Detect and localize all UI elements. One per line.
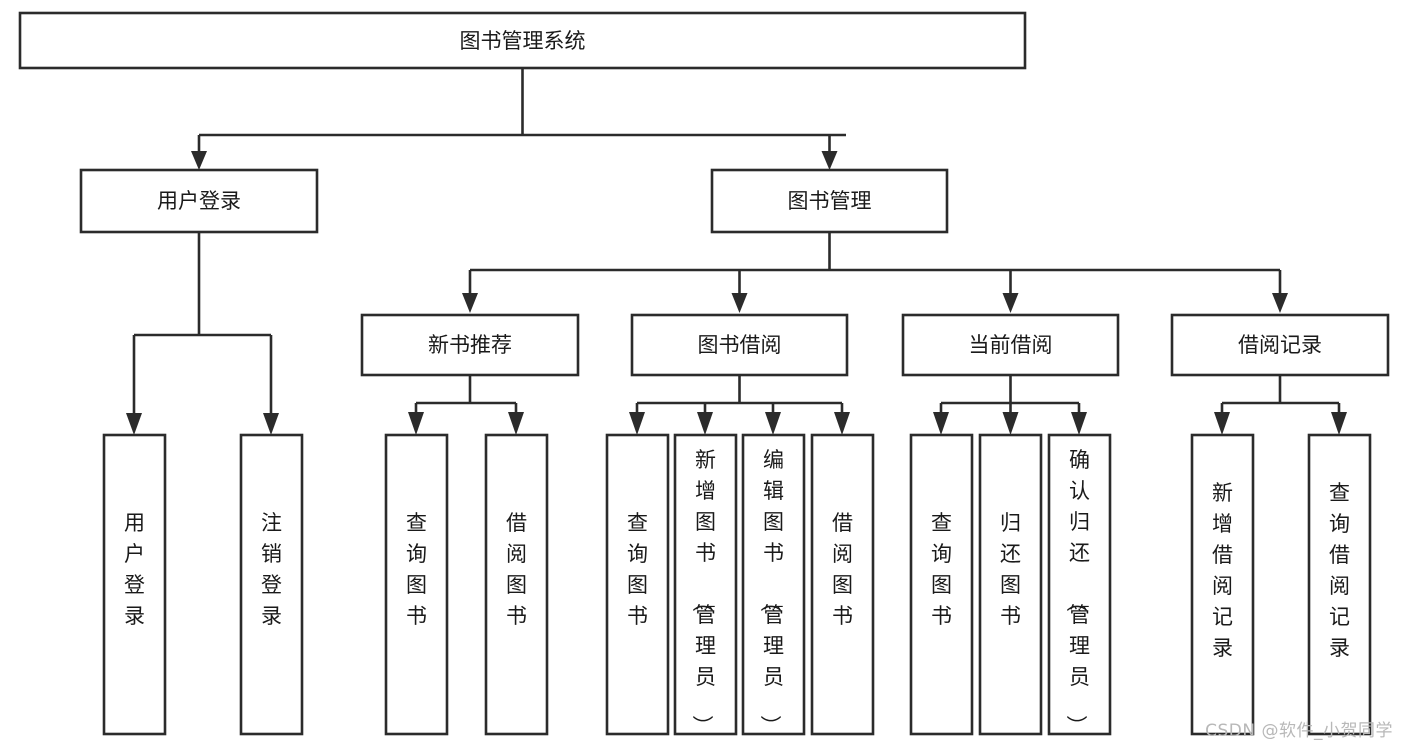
node-book-manage-box[interactable]	[710, 168, 949, 234]
node-user-login-label: 用户登录	[157, 189, 241, 213]
arrow-head-book-borrow	[731, 293, 748, 313]
node-borrow-record[interactable]: 借阅记录	[1170, 313, 1390, 377]
arrow-head-leaf-borrow-book-1	[508, 412, 524, 435]
arrow-head-leaf-query-book-3	[933, 412, 949, 435]
arrow-head-new-book-recommend	[462, 293, 478, 313]
arrow-head-leaf-edit-book	[765, 412, 781, 435]
leaf-node-add-record-box[interactable]	[1190, 433, 1255, 736]
node-root-box[interactable]	[18, 11, 1027, 70]
node-current-borrow-box[interactable]	[901, 313, 1120, 377]
leaf-node-query-book-3-box[interactable]	[909, 433, 974, 736]
arrow-head-user-login	[191, 151, 207, 170]
leaf-node-query-book-3-label: 查询图书	[931, 511, 952, 628]
leaf-node-query-book-2-box[interactable]	[605, 433, 670, 736]
leaf-node-add-record-label: 新增借阅记录	[1212, 481, 1233, 660]
node-borrow-record-label: 借阅记录	[1238, 333, 1322, 357]
arrow-head-borrow-record	[1272, 293, 1288, 313]
leaf-node-query-record[interactable]: 查询借阅记录	[1307, 433, 1372, 736]
leaf-node-user-login-label: 用户登录	[124, 511, 145, 628]
leaf-node-confirm-return-box[interactable]	[1047, 433, 1112, 736]
leaf-node-user-logout-box[interactable]	[239, 433, 304, 736]
node-current-borrow-label: 当前借阅	[969, 333, 1053, 357]
node-book-manage-label: 图书管理	[788, 189, 872, 213]
leaf-node-borrow-book-2[interactable]: 借阅图书	[810, 433, 875, 736]
node-root[interactable]: 图书管理系统	[18, 11, 1027, 70]
leaf-node-borrow-book-2-box[interactable]	[810, 433, 875, 736]
arrow-head-book-manage	[821, 151, 838, 170]
leaf-node-add-record[interactable]: 新增借阅记录	[1190, 433, 1255, 736]
leaf-node-confirm-return[interactable]: 确认归还（管理员）	[1047, 433, 1112, 736]
arrow-head-leaf-query-record	[1331, 412, 1347, 435]
node-book-borrow-box[interactable]	[630, 313, 849, 377]
watermark-text: CSDN @软件_小贺同学	[1205, 721, 1393, 741]
node-new-book-recommend-box[interactable]	[360, 313, 580, 377]
leaf-node-query-book-1-label: 查询图书	[406, 511, 427, 628]
leaf-node-confirm-return-label: 确认归还（管理员）	[1064, 448, 1090, 736]
arrow-head-leaf-user-login	[126, 413, 142, 435]
leaf-node-query-book-1[interactable]: 查询图书	[384, 433, 449, 736]
leaf-node-query-book-2-label: 查询图书	[627, 511, 648, 628]
node-book-borrow-label: 图书借阅	[698, 333, 782, 357]
arrow-head-leaf-borrow-book-2	[834, 412, 850, 435]
node-user-login-box[interactable]	[79, 168, 319, 234]
node-new-book-recommend-label: 新书推荐	[428, 333, 512, 357]
node-root-label: 图书管理系统	[460, 29, 586, 53]
arrow-head-current-borrow	[1002, 293, 1019, 313]
node-borrow-record-box[interactable]	[1170, 313, 1390, 377]
leaf-node-user-logout-label: 注销登录	[261, 511, 282, 628]
leaf-node-query-book-2[interactable]: 查询图书	[605, 433, 670, 736]
leaf-node-user-login-box[interactable]	[102, 433, 167, 736]
leaf-node-user-logout[interactable]: 注销登录	[239, 433, 304, 736]
leaf-node-borrow-book-2-label: 借阅图书	[832, 511, 853, 628]
leaf-node-query-record-label: 查询借阅记录	[1329, 481, 1350, 660]
leaf-node-add-book-box[interactable]	[673, 433, 738, 736]
leaf-node-add-book[interactable]: 新增图书（管理员）	[673, 433, 738, 736]
arrow-head-leaf-confirm-return	[1071, 412, 1087, 435]
arrow-head-leaf-user-logout	[263, 413, 279, 435]
node-book-borrow[interactable]: 图书借阅	[630, 313, 849, 377]
leaf-node-borrow-book-1-label: 借阅图书	[506, 511, 527, 628]
leaf-node-return-book[interactable]: 归还图书	[978, 433, 1043, 736]
arrow-head-leaf-query-book-2	[629, 412, 645, 435]
leaf-node-query-book-3[interactable]: 查询图书	[909, 433, 974, 736]
leaf-node-edit-book-box[interactable]	[741, 433, 806, 736]
leaf-node-query-book-1-box[interactable]	[384, 433, 449, 736]
node-book-manage[interactable]: 图书管理	[710, 168, 949, 234]
leaf-node-edit-book[interactable]: 编辑图书（管理员）	[741, 433, 806, 736]
leaf-node-return-book-box[interactable]	[978, 433, 1043, 736]
leaf-node-return-book-label: 归还图书	[1000, 511, 1021, 628]
leaf-node-borrow-book-1-box[interactable]	[484, 433, 549, 736]
leaf-node-borrow-book-1[interactable]: 借阅图书	[484, 433, 549, 736]
node-user-login[interactable]: 用户登录	[79, 168, 319, 234]
arrow-head-leaf-add-book	[697, 412, 713, 435]
arrow-head-leaf-query-book-1	[408, 412, 424, 435]
arrow-head-leaf-return-book	[1002, 412, 1019, 435]
connector-layer	[126, 68, 1347, 435]
arrow-head-leaf-add-record	[1214, 412, 1230, 435]
node-current-borrow[interactable]: 当前借阅	[901, 313, 1120, 377]
leaf-node-add-book-label: 新增图书（管理员）	[690, 448, 716, 736]
node-new-book-recommend[interactable]: 新书推荐	[360, 313, 580, 377]
leaf-node-query-record-box[interactable]	[1307, 433, 1372, 736]
leaf-node-user-login[interactable]: 用户登录	[102, 433, 167, 736]
leaf-node-edit-book-label: 编辑图书（管理员）	[758, 448, 784, 736]
